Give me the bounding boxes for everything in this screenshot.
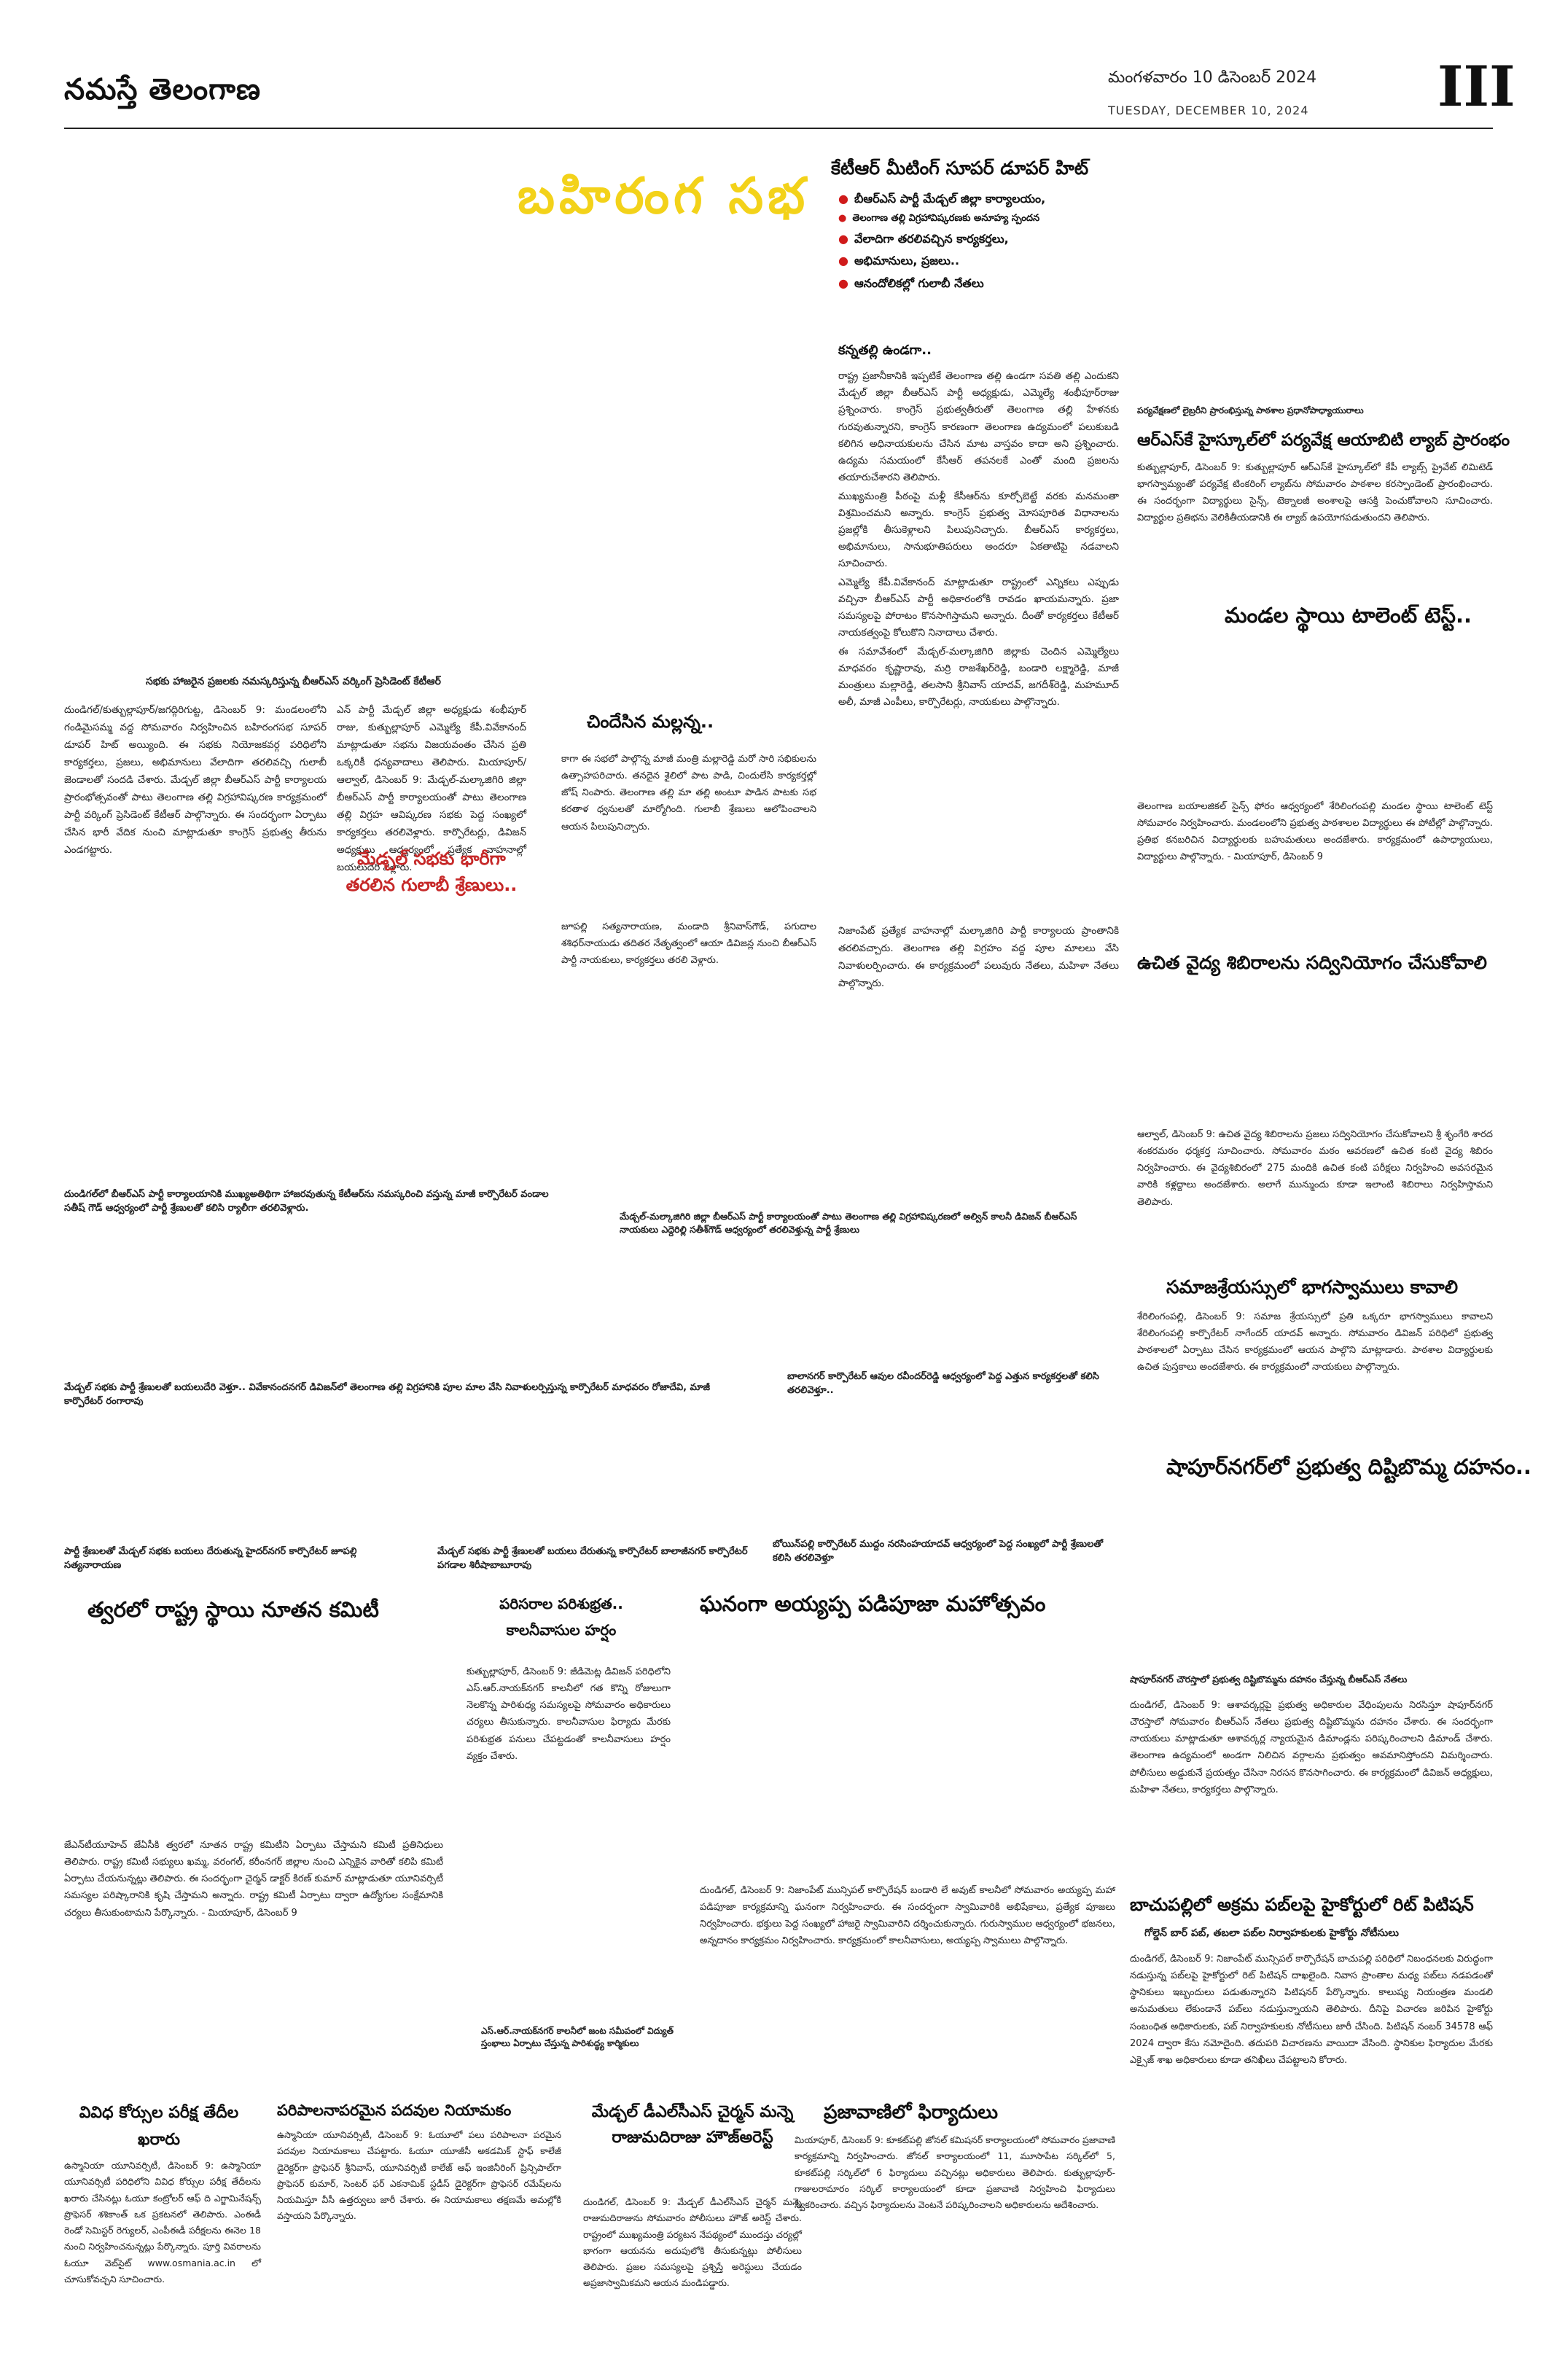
left-story-col3: జూపల్లి సత్యనారాయణ, మండాది శ్రీనివాస్‌గౌ… — [561, 921, 816, 967]
story-b-headline: పరిసరాల పరిశుభ్రత.. కాలనీవాసుల హర్షం — [499, 1595, 623, 1639]
bullet-item: బీఆర్ఎస్ పార్టీ మేడ్చల్ జిల్లా కార్యాలయం… — [838, 188, 1130, 210]
bullet-item: ఆనందోలికల్లో గులాబీ నేతలు — [838, 273, 1130, 294]
bullet-item: అభిమానులు, ప్రజలు.. — [838, 250, 1130, 272]
caption-bottom-photo-c: బోయిన్‌పల్లి కార్పొరేటర్ ముద్దం నరసింహయా… — [773, 1539, 1104, 1564]
caption-bottom-photo-b: మేడ్చల్ సభకు పార్టీ శ్రేణులతో బయలు దేరుత… — [437, 1546, 748, 1571]
bullet-item: వేలాదిగా తరలివచ్చిన కార్యకర్తలు, — [838, 228, 1130, 250]
left-story-red-sub: మేడ్చల్ సభకు భారీగా తరలిన గులాబీ శ్రేణుల… — [346, 848, 518, 895]
paragraph: ఈ సమావేశంలో మేడ్చల్-మల్కాజిగిరి జిల్లాకు… — [838, 645, 1119, 709]
left-story-caption: సభకు హాజరైన ప్రజలకు నమస్కరిస్తున్న బీఆర్… — [146, 676, 441, 687]
story-c-body: దుండిగల్, డిసెంబర్ 9: నిజాంపేట్ మున్సిపల… — [700, 1885, 1115, 1947]
story-a-headline: త్వరలో రాష్ట్ర స్థాయి నూతన కమిటీ — [87, 1597, 379, 1622]
top-headline: కేటీఆర్ మీటింగ్ సూపర్ డూపర్ హిట్ — [831, 157, 1089, 179]
date-english: TUESDAY, DECEMBER 10, 2024 — [1108, 104, 1309, 117]
right-story3-body: ఆల్వాల్, డిసెంబర్ 9: ఉచిత వైద్య శిబిరాలన… — [1137, 1129, 1493, 1208]
paper-name: నమస్తే తెలంగాణ — [64, 73, 262, 106]
paragraph: రాష్ట్ర ప్రజానీకానికి ఇప్పటికే తెలంగాణ త… — [838, 370, 1119, 484]
poem-text: కాగా ఈ సభలో పాల్గొన్న మాజీ మంత్రి మల్లార… — [561, 754, 816, 832]
right-story5-body: దుండిగల్, డిసెంబర్ 9: ఆశావర్కర్లపై ప్రభు… — [1130, 1700, 1493, 1795]
story-e-headline: పరిపాలనాపరమైన పదవుల నియామకం — [277, 2102, 512, 2119]
right-story4-headline: సమాజశ్రేయస్సులో భాగస్వాములు కావాలి — [1166, 1276, 1459, 1298]
right-story1-body: కుత్బుల్లాపూర్, డిసెంబర్ 9: కుత్బుల్లాపూ… — [1137, 462, 1493, 524]
story-c-headline: ఘనంగా అయ్యప్ప పడిపూజా మహోత్సవం — [700, 1591, 1046, 1616]
right-story2-headline: మండల స్థాయి టాలెంట్ టెస్ట్.. — [1225, 603, 1472, 628]
top-bullets: బీఆర్ఎస్ పార్టీ మేడ్చల్ జిల్లా కార్యాలయం… — [838, 188, 1130, 294]
caption-center-photo2: బాలానగర్ కార్పొరేటర్ ఆవుల రవీందర్‌రెడ్డి… — [787, 1371, 1099, 1396]
story-d-headline: వివిధ కోర్సుల పరీక్ష తేదీల ఖరారు — [79, 2104, 239, 2150]
right-story4-body: శేరిలింగంపల్లి, డిసెంబర్ 9: సమాజ శ్రేయస్… — [1137, 1311, 1493, 1373]
poem-title: చిందేసిన మల్లన్న.. — [587, 711, 714, 732]
date-telugu: మంగళవారం 10 డిసెంబర్ 2024 — [1108, 69, 1317, 87]
caption-bottom-photo-a: పార్టీ శ్రేణులతో మేడ్చల్ సభకు బయలు దేరుత… — [64, 1546, 357, 1571]
story-a-body: జేఎన్‌టీయూహెచ్ జేఏసీకి త్వరలో నూతన రాష్ట… — [64, 1840, 443, 1919]
left-story-col1: దుండిగల్/కుత్బుల్లాపూర్/జగద్గిరిగుట్ట, డ… — [64, 704, 327, 857]
right-story6-sub: గోల్డెన్ బార్ పబ్, తబలా పబ్‌ల నిర్వాహకుల… — [1144, 1927, 1400, 1939]
caption-left-photo2: మేడ్చల్ సభకు పార్టీ శ్రేణులతో బయలుదేరి వ… — [64, 1382, 710, 1407]
left-story-col2: ఎన్ పార్టీ మేడ్చల్ జిల్లా అధ్యక్షుడు శంభ… — [337, 704, 526, 874]
right-story6-headline: బాచుపల్లిలో అక్రమ పబ్‌లపై హైకోర్టులో రిట… — [1130, 1895, 1474, 1915]
masthead-rule — [64, 128, 1493, 129]
story-f-headline: మేడ్చల్ డీఎల్‌సీఎస్ చైర్మన్ మన్నె రాజుమద… — [591, 2103, 794, 2147]
story-d-body: ఉస్మానియా యూనివర్సిటీ, డిసెంబర్ 9: ఉస్మా… — [64, 2160, 261, 2285]
right-story5-caption: షాపూర్‌నగర్ చౌరస్తాలో ప్రభుత్వ దిష్టిబొమ… — [1130, 1674, 1408, 1685]
page-number: III — [1437, 54, 1515, 119]
right-story6-body: దుండిగల్, డిసెంబర్ 9: నిజాంపేట్ మున్సిపల… — [1130, 1954, 1493, 2066]
right-story1-headline: ఆర్ఎస్‌కే హైస్కూల్‌లో పర్యవేక్ష ఆయాబిటి … — [1137, 431, 1510, 450]
top-article-tail: నిజాంపేట్ ప్రత్యేక వాహనాల్లో మల్కాజిగిరి… — [838, 925, 1119, 990]
top-article: రాష్ట్ర ప్రజానీకానికి ఇప్పటికే తెలంగాణ త… — [838, 368, 1119, 712]
paragraph: ముఖ్యమంత్రి పీఠంపై మళ్లీ కేసీఆర్‌ను కూర్… — [838, 490, 1119, 570]
bullet-item: తెలంగాణ తల్లి విగ్రహావిష్కరణకు అనూహ్య స్… — [838, 210, 1130, 228]
banner-title: బహిరంగ సభ — [518, 168, 810, 225]
story-f-body: దుండిగల్, డిసెంబర్ 9: మేడ్చల్ డీఎల్‌సీఎస… — [583, 2196, 802, 2289]
story-b-body: కుత్బుల్లాపూర్, డిసెంబర్ 9: జీడిమెట్ల డి… — [467, 1666, 671, 1762]
right-story5-headline: షాపూర్‌నగర్‌లో ప్రభుత్వ దిష్టిబొమ్మ దహనం… — [1166, 1454, 1531, 1479]
story-g-body: మియాపూర్, డిసెంబర్ 9: కూకట్‌పల్లి జోనల్ … — [795, 2134, 1115, 2210]
story-b-caption: ఎస్.ఆర్.నాయక్‌నగర్ కాలనీలో జంట సమీపంలో వ… — [481, 2026, 674, 2049]
caption-left-photo: దుండిగల్‌లో బీఆర్ఎస్ పార్టీ కార్యాలయానిక… — [64, 1189, 549, 1214]
story-g-headline: ప్రజావాణిలో ఫిర్యాదులు — [824, 2102, 998, 2123]
right-story2-body: తెలంగాణ బయాలజికల్ సైన్స్ ఫోరం ఆధ్వర్యంలో… — [1137, 801, 1493, 863]
right-story3-headline: ఉచిత వైద్య శిబిరాలను సద్వినియోగం చేసుకోవ… — [1137, 952, 1487, 973]
right-story1-caption: పర్యవేక్షణలో లైబ్రరీని ప్రారంభిస్తున్న ప… — [1137, 405, 1364, 415]
caption-center-photo: మేడ్చల్-మల్కాజిగిరి జిల్లా బీఆర్ఎస్ పార్… — [620, 1211, 1077, 1236]
story-e-body: ఉస్మానియా యూనివర్సిటీ, డిసెంబర్ 9: ఓయూలో… — [277, 2129, 561, 2222]
top-subhead: కన్నతల్లి ఉండగా.. — [838, 343, 932, 358]
paragraph: ఎమ్మెల్యే కేపీ.వివేకానంద్ మాట్లాడుతూ రాష… — [838, 576, 1119, 639]
